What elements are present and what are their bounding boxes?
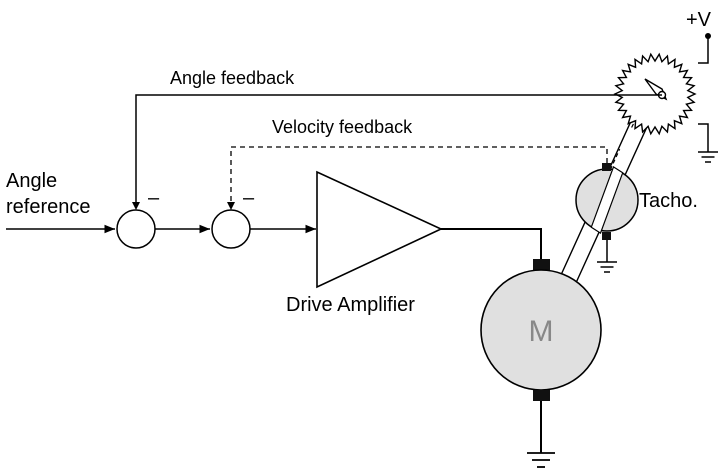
angle-minus-sign: – (148, 187, 160, 209)
supply-wire (698, 36, 709, 64)
angle-feedback-arrowhead (132, 202, 140, 210)
amplifier-to-motor-wire (441, 228, 542, 259)
motor-label: M (529, 315, 554, 348)
angle-reference-label-line1: Angle (6, 170, 57, 192)
drive-amplifier-label: Drive Amplifier (286, 294, 415, 316)
supply-label: +V (686, 9, 712, 31)
potentiometer-ground-icon (698, 151, 718, 163)
velocity-minus-sign: – (243, 187, 255, 209)
potentiometer-ground-wire (698, 123, 709, 152)
motor-ground-icon (527, 452, 555, 468)
tachometer-ground-icon (597, 261, 617, 273)
tacho-label: Tacho. (639, 190, 698, 212)
motor-bottom-terminal (533, 390, 550, 401)
velocity-feedback-arrowhead (227, 202, 235, 210)
angle-feedback-label: Angle feedback (170, 68, 295, 88)
angle-feedback-path (135, 94, 662, 208)
angle-summing-junction (116, 209, 156, 249)
velocity-summing-junction (211, 209, 251, 249)
motor-top-terminal (533, 259, 550, 270)
drive-amplifier-triangle (316, 170, 443, 289)
tachometer-bottom-terminal (602, 232, 611, 240)
tachometer-top-terminal (602, 163, 611, 171)
velocity-feedback-label: Velocity feedback (272, 117, 413, 137)
tachometer-shaft-section (590, 165, 624, 235)
velocity-feedback-path (230, 146, 608, 208)
potentiometer-body (613, 52, 697, 136)
angle-reference-label-line2: reference (6, 196, 91, 218)
